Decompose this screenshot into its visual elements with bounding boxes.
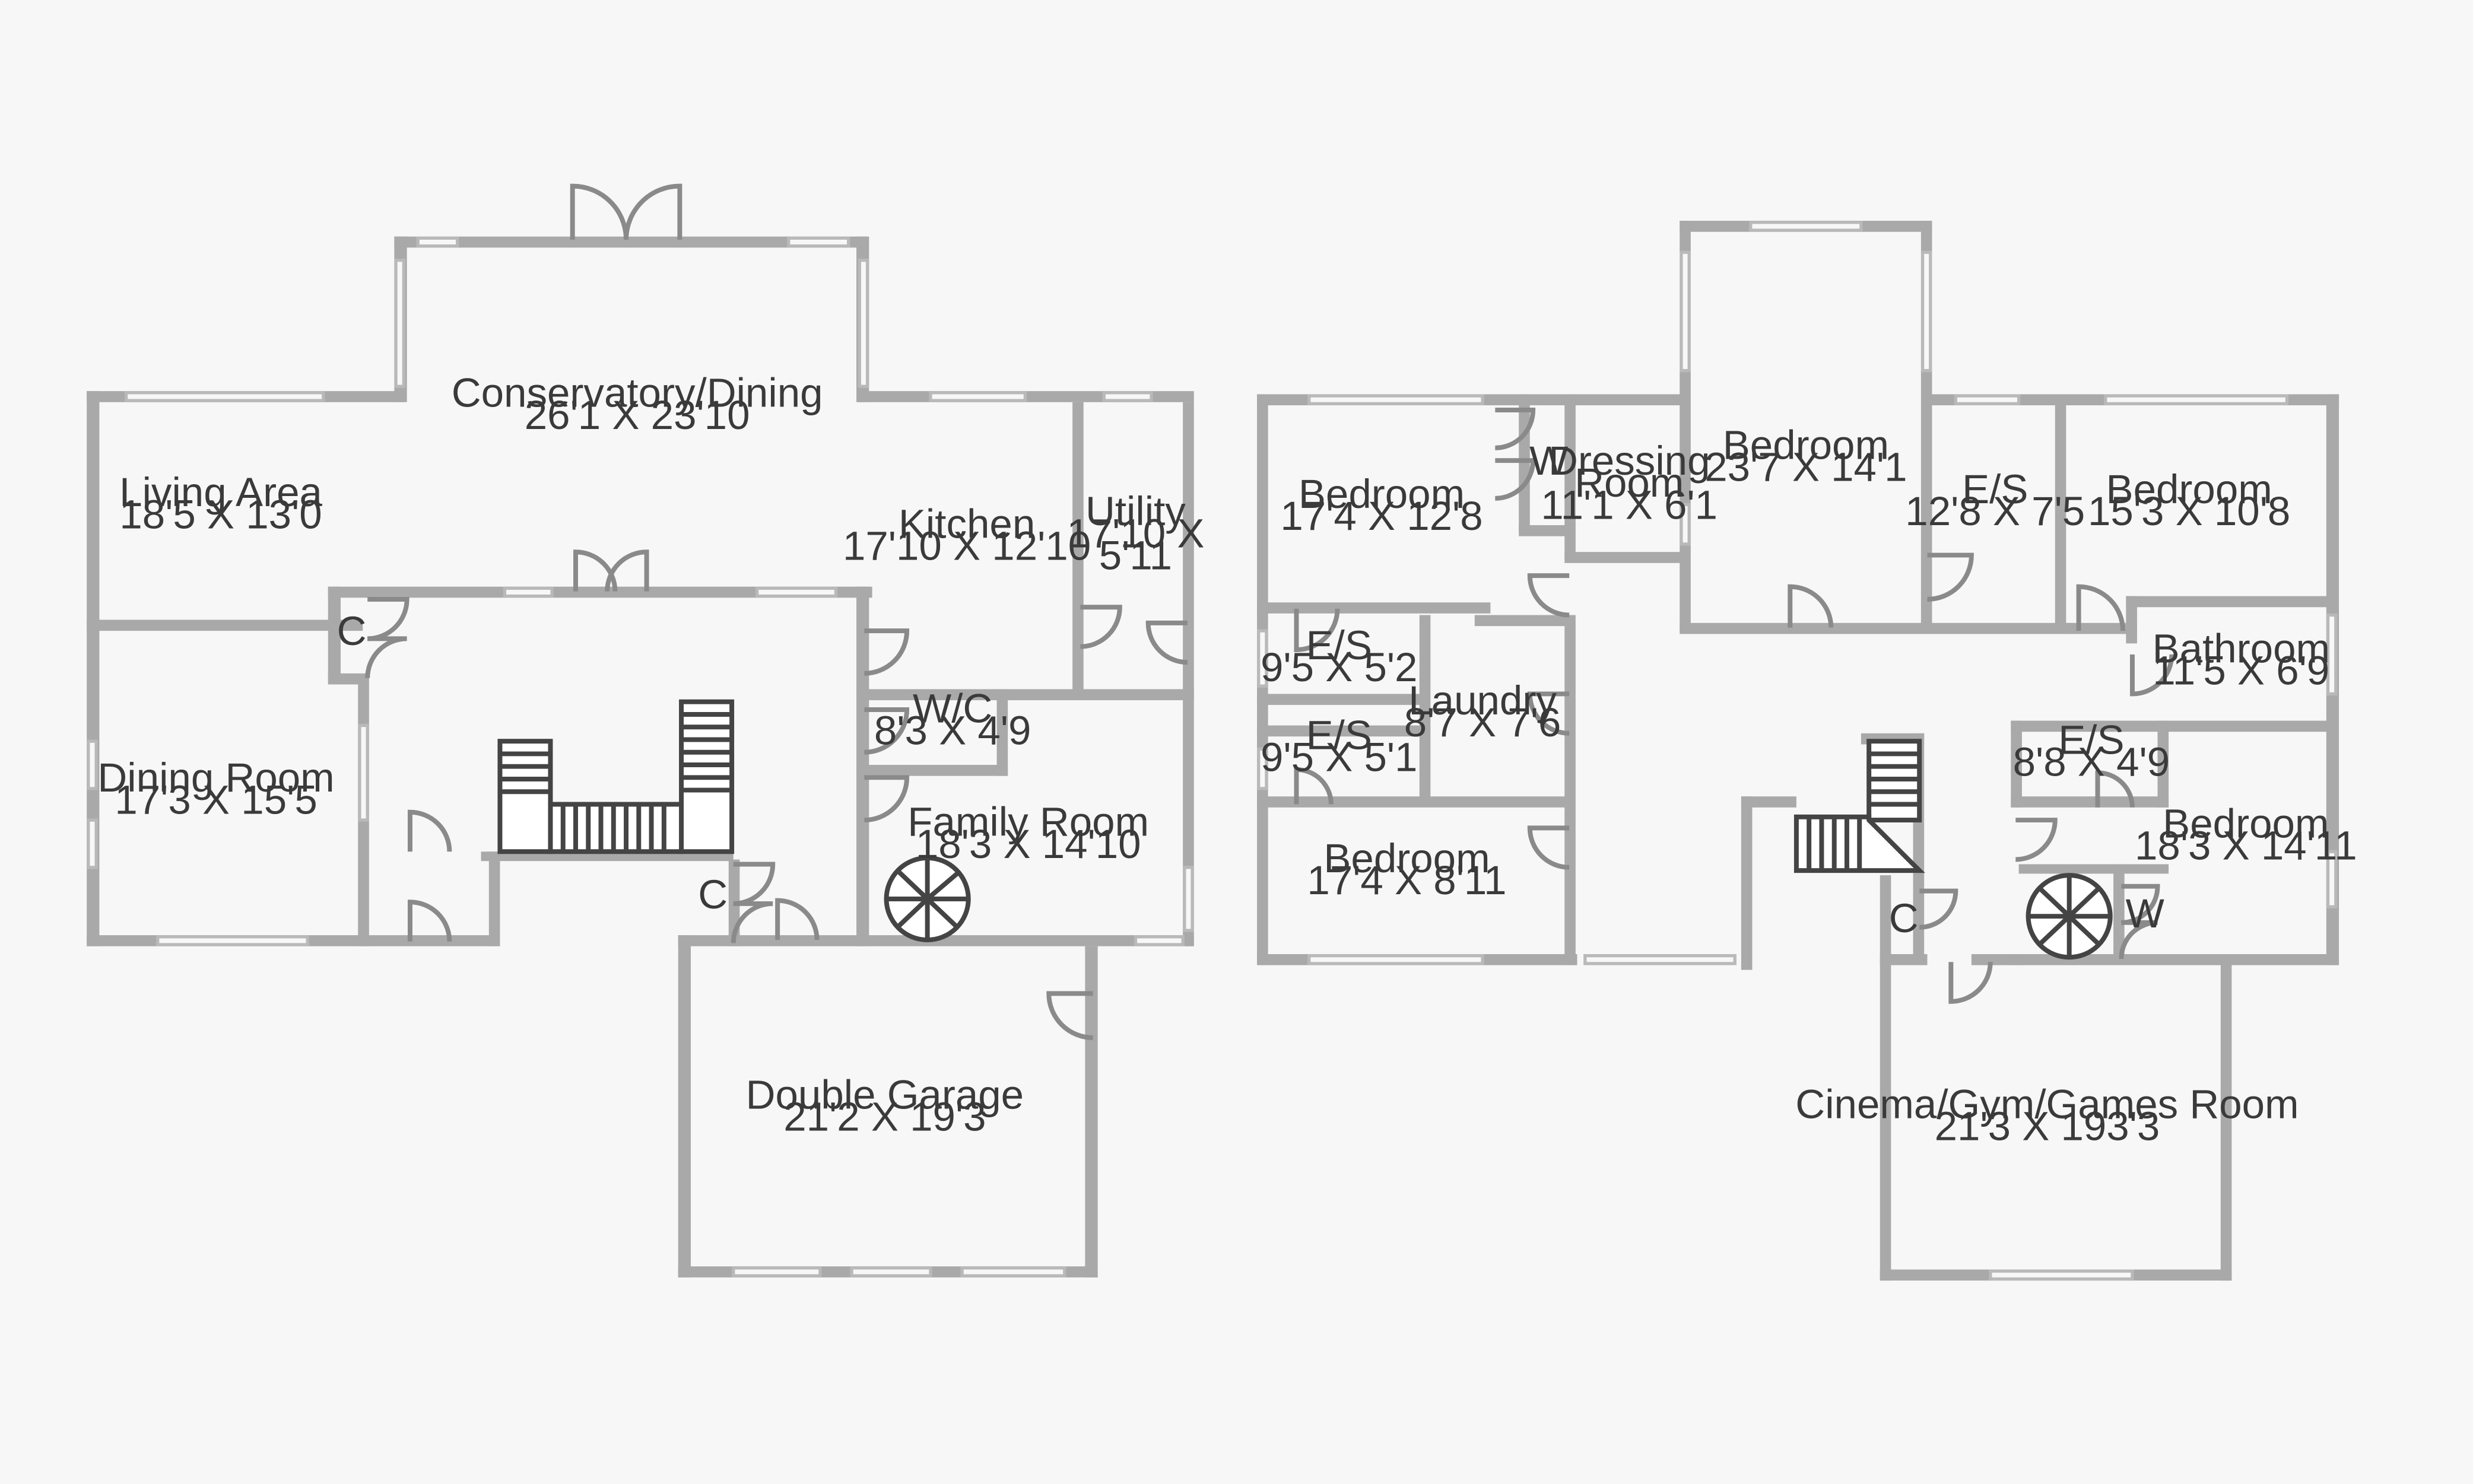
room-dims: 18'5 X 13'0	[119, 491, 322, 537]
ground-floor-labels: Conservatory/Dining 26'1 X 23'10 Living …	[97, 370, 1204, 1140]
wardrobe-label: W	[1529, 437, 1568, 484]
room-name: Dining Room	[97, 754, 334, 800]
cupboard-label: C	[698, 871, 728, 917]
room-name: Dressing	[1548, 437, 1710, 484]
ground-floor-windows	[87, 236, 1194, 1278]
room-dims: 8'8 X 4'9	[2013, 739, 2170, 785]
first-floor-doors	[1294, 408, 2174, 1004]
room-dims: 18'3 X 14'10	[916, 821, 1141, 867]
cupboard-label: C	[1889, 895, 1919, 941]
room-name: Conservatory/Dining	[452, 370, 823, 416]
room-dims: 12'8 X 7'5	[1905, 488, 2085, 534]
room-name: Utility	[1085, 488, 1186, 534]
room-dims: 17'10 X	[1066, 510, 1204, 556]
room-dims: 15'3 X 10'8	[2088, 488, 2290, 534]
room-dims-continued: 5'11	[1099, 532, 1172, 578]
room-dims: 17'4 X 12'8	[1280, 492, 1482, 539]
room-name: Living Area	[119, 469, 322, 515]
first-floor-stairs	[1793, 739, 2113, 960]
stair-steps	[500, 712, 732, 852]
room-dims: 17'4 X 8'11	[1307, 857, 1506, 903]
first-floor-windows	[1257, 221, 2338, 1281]
wardrobe-label: W	[2126, 890, 2164, 936]
room-name: E/S	[1306, 622, 1372, 668]
spiral-staircase	[884, 855, 971, 943]
room-dims: 9'5 X 5'1	[1261, 734, 1418, 780]
room-name: Bedroom	[1323, 835, 1490, 881]
room-name: E/S	[1962, 466, 2028, 512]
room-dims: 11'5 X 6'9	[2153, 647, 2329, 693]
first-floor-labels: Bedroom 17'4 X 12'8 Dressing Room 11'1 X…	[1261, 421, 2357, 1149]
room-dims: 23'7 X 14'1	[1704, 444, 1907, 490]
first-floor-plan: Bedroom 17'4 X 12'8 Dressing Room 11'1 X…	[1257, 221, 2357, 1281]
room-name: Laundry	[1408, 677, 1557, 723]
room-name: Kitchen	[899, 500, 1035, 546]
room-name: Family Room	[907, 799, 1149, 845]
room-name: Bedroom	[1299, 471, 1465, 517]
room-dims: 8'3 X 4'9	[874, 707, 1031, 753]
room-dims: 21'2 X 19'3	[783, 1094, 986, 1140]
room-dims: 17'10 X 12'10	[843, 523, 1091, 569]
room-dims: 26'1 X 23'10	[525, 392, 750, 438]
room-dims: 18'3 X 14'11	[2135, 822, 2357, 869]
room-name: Cinema/Gym/Games Room	[1795, 1081, 2299, 1127]
room-dims: 8'7 X 7'6	[1404, 699, 1561, 745]
room-name: E/S	[1306, 711, 1372, 758]
room-name: Bedroom	[1723, 421, 1889, 468]
ground-floor-plan: Conservatory/Dining 26'1 X 23'10 Living …	[87, 183, 1204, 1278]
room-dims: 17'3 X 15'5	[115, 776, 317, 822]
room-dims: 21'3 X 193'3	[1935, 1103, 2160, 1149]
room-name: E/S	[2058, 716, 2124, 762]
ground-floor-stairs	[497, 699, 971, 943]
room-name: Bedroom	[2163, 800, 2329, 846]
room-name-continued: Room	[1574, 459, 1684, 506]
room-name: Bathroom	[2153, 625, 2330, 671]
room-dims: 9'5 X 5'2	[1261, 644, 1418, 690]
room-dims: 11'1 X 6'1	[1541, 481, 1718, 527]
room-name: Bedroom	[2106, 466, 2272, 512]
room-name: Double Garage	[746, 1071, 1024, 1117]
ground-floor-doors	[365, 183, 1188, 1040]
room-name: W/C	[913, 685, 992, 731]
spiral-staircase	[2026, 873, 2113, 960]
cupboard-label: C	[337, 608, 367, 654]
